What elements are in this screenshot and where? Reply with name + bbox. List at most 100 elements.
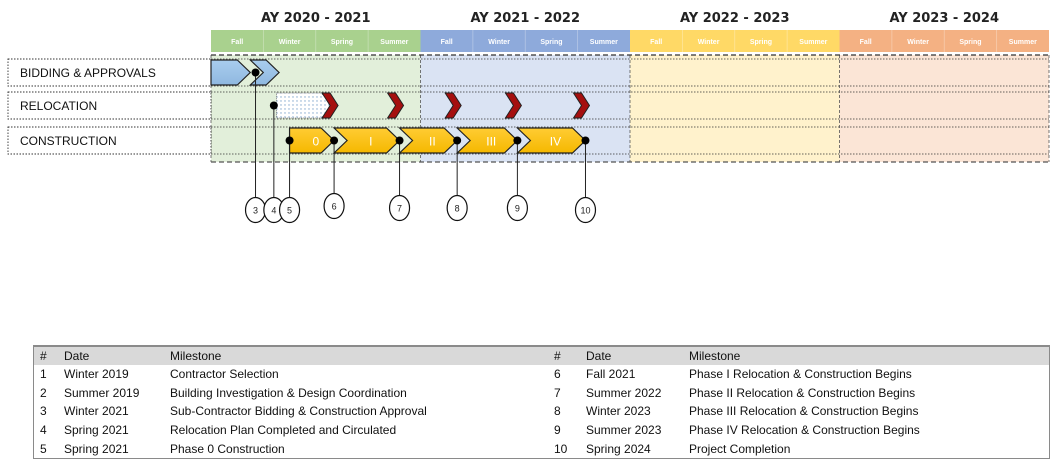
table-row: 4 Spring 2021 Relocation Plan Completed … bbox=[34, 421, 1049, 440]
milestone-num: 10 bbox=[554, 441, 568, 456]
milestone-date: Fall 2021 bbox=[586, 367, 636, 382]
season-label: Spring bbox=[959, 39, 981, 46]
relocation-chevron-icon bbox=[444, 92, 462, 119]
row-label-box bbox=[7, 91, 212, 120]
milestone-num: 5 bbox=[40, 441, 47, 456]
milestone-text: Phase III Relocation & Construction Begi… bbox=[689, 404, 919, 419]
milestone-num: 1 bbox=[40, 367, 47, 382]
year-header-bar bbox=[630, 30, 840, 52]
season-label: Winter bbox=[279, 39, 301, 46]
legend-header-row: # Date Milestone # Date Milestone bbox=[34, 347, 1049, 365]
milestone-dot bbox=[285, 136, 294, 145]
row-label-box bbox=[7, 126, 212, 155]
header-date-right: Date bbox=[586, 347, 689, 365]
milestone-num: 8 bbox=[554, 404, 561, 419]
milestone-text: Building Investigation & Design Coordina… bbox=[170, 385, 407, 400]
milestone-date: Summer 2023 bbox=[586, 423, 662, 438]
milestone-callout-circle bbox=[388, 194, 411, 222]
row-label: RELOCATION bbox=[20, 99, 97, 113]
relocation-chevron-icon bbox=[572, 92, 591, 119]
season-label: Spring bbox=[750, 39, 772, 46]
bidding-bar bbox=[210, 59, 252, 86]
relocation-bar bbox=[276, 92, 335, 119]
milestone-num: 2 bbox=[40, 385, 47, 400]
row-label: CONSTRUCTION bbox=[20, 134, 117, 148]
milestone-text: Sub-Contractor Bidding & Construction Ap… bbox=[170, 404, 427, 419]
milestone-callout-circle bbox=[278, 196, 301, 224]
milestone-callout-circle bbox=[446, 194, 468, 222]
milestone-callout-number: 6 bbox=[332, 202, 337, 212]
milestone-date: Summer 2022 bbox=[586, 385, 662, 400]
table-row: 2 Summer 2019 Building Investigation & D… bbox=[34, 384, 1049, 403]
milestone-text: Phase I Relocation & Construction Begins bbox=[689, 367, 912, 382]
milestone-date: Spring 2021 bbox=[64, 423, 129, 438]
milestone-num: 9 bbox=[554, 423, 561, 438]
phase-label: III bbox=[486, 135, 496, 149]
season-label: Summer bbox=[799, 39, 827, 46]
year-header-bar bbox=[211, 30, 421, 52]
milestone-date: Winter 2023 bbox=[586, 404, 651, 419]
milestone-dot bbox=[513, 136, 522, 145]
milestone-callout-number: 3 bbox=[253, 206, 258, 216]
milestone-num: 3 bbox=[40, 404, 47, 419]
header-num-left: # bbox=[34, 347, 64, 365]
header-date-left: Date bbox=[64, 347, 170, 365]
year-band bbox=[630, 55, 840, 162]
milestone-date: Spring 2021 bbox=[64, 441, 129, 456]
milestone-legend: # Date Milestone # Date Milestone 1 Wint… bbox=[33, 345, 1050, 459]
milestone-dot bbox=[581, 136, 590, 145]
construction-phase-bar bbox=[515, 127, 587, 154]
milestone-num: 6 bbox=[554, 367, 561, 382]
season-label: Summer bbox=[1009, 39, 1037, 46]
header-milestone-left: Milestone bbox=[170, 347, 548, 365]
table-row: 5 Spring 2021 Phase 0 Construction 10 Sp… bbox=[34, 439, 1049, 458]
year-band bbox=[839, 55, 1049, 162]
construction-phase-bar bbox=[455, 127, 519, 154]
milestone-text: Project Completion bbox=[689, 441, 791, 456]
milestone-date: Winter 2019 bbox=[64, 367, 129, 382]
milestone-text: Phase IV Relocation & Construction Begin… bbox=[689, 423, 920, 438]
season-label: Spring bbox=[540, 39, 562, 46]
milestone-callout-number: 10 bbox=[580, 206, 590, 216]
milestone-num: 4 bbox=[40, 423, 47, 438]
milestone-date: Winter 2021 bbox=[64, 404, 129, 419]
academic-year-title: AY 2023 - 2024 bbox=[889, 11, 999, 26]
phase-label: II bbox=[429, 135, 436, 149]
header-milestone-right: Milestone bbox=[689, 347, 1049, 365]
academic-year-title: AY 2021 - 2022 bbox=[470, 11, 580, 26]
milestone-callout-circle bbox=[323, 192, 345, 220]
milestone-dot bbox=[269, 101, 278, 110]
relocation-chevron-icon bbox=[386, 92, 405, 119]
year-header-bar bbox=[420, 30, 630, 52]
phase-label: I bbox=[369, 135, 372, 149]
milestone-callout-number: 4 bbox=[271, 206, 276, 216]
table-row: 1 Winter 2019 Contractor Selection 6 Fal… bbox=[34, 365, 1049, 384]
season-label: Summer bbox=[590, 39, 618, 46]
phase-label: 0 bbox=[312, 135, 319, 149]
milestone-dot bbox=[251, 68, 260, 77]
construction-phase-bar bbox=[398, 127, 459, 154]
milestone-callout-number: 7 bbox=[397, 204, 402, 214]
milestone-text: Relocation Plan Completed and Circulated bbox=[170, 423, 397, 438]
milestone-callout-number: 8 bbox=[455, 204, 460, 214]
season-label: Winter bbox=[907, 39, 929, 46]
relocation-chevron-icon bbox=[504, 92, 522, 119]
phase-label: IV bbox=[550, 135, 561, 149]
row-label-box bbox=[7, 58, 212, 87]
milestone-text: Contractor Selection bbox=[170, 367, 279, 382]
academic-year-title: AY 2022 - 2023 bbox=[680, 11, 790, 26]
header-num-right: # bbox=[548, 347, 586, 365]
milestone-dot bbox=[395, 136, 404, 145]
milestone-callout-number: 5 bbox=[287, 206, 292, 216]
row-label: BIDDING & APPROVALS bbox=[20, 66, 156, 80]
season-label: Fall bbox=[441, 39, 453, 46]
milestone-callout-circle bbox=[574, 196, 597, 224]
season-label: Spring bbox=[331, 39, 353, 46]
season-label: Winter bbox=[698, 39, 720, 46]
bidding-bar bbox=[248, 59, 280, 86]
relocation-chevron-icon bbox=[321, 92, 339, 119]
construction-phase-bar bbox=[332, 127, 401, 154]
milestone-date: Summer 2019 bbox=[64, 385, 140, 400]
milestone-callout-circle bbox=[506, 194, 528, 222]
